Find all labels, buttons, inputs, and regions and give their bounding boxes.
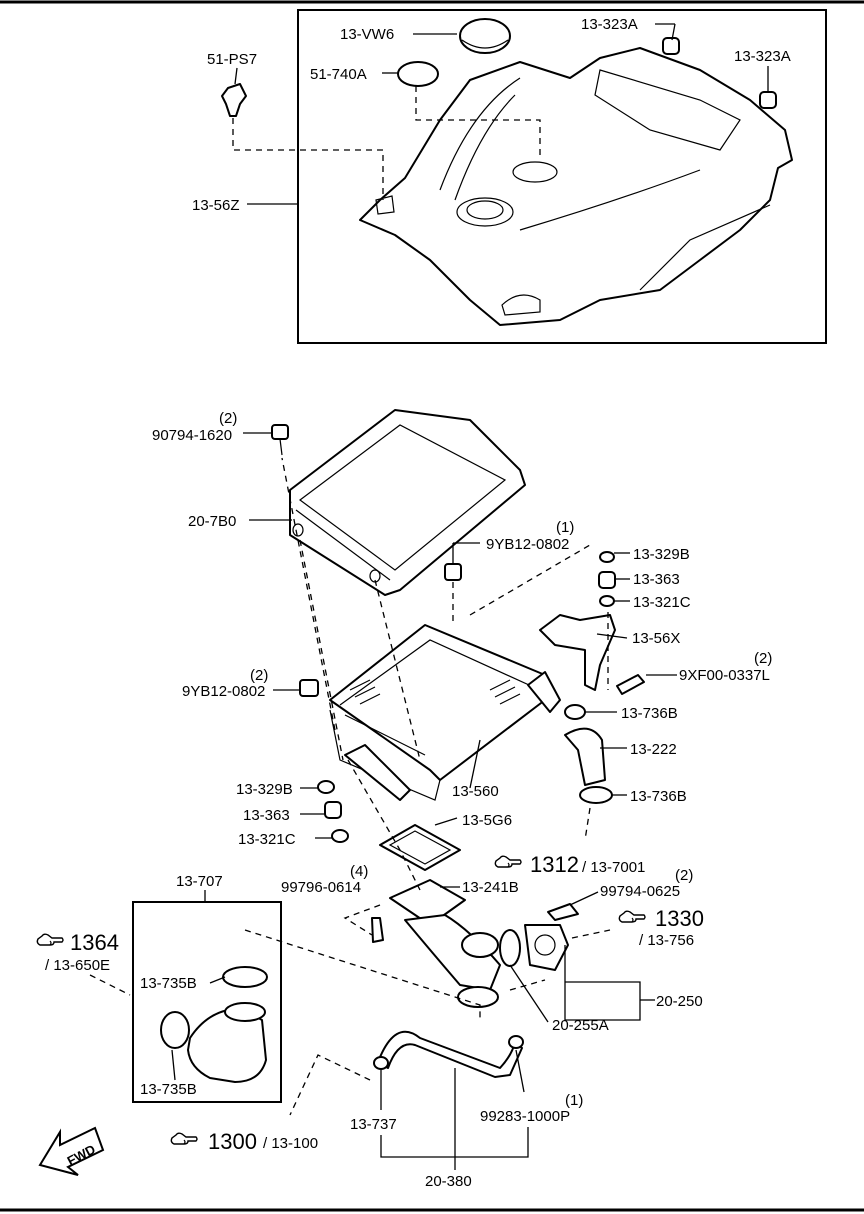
label-9xf00-0337l: 9XF00-0337L xyxy=(679,667,770,684)
grommet-part xyxy=(662,37,777,109)
engine-cover-part xyxy=(359,47,793,326)
label-99796-qty: (4) xyxy=(350,863,368,880)
label-13-241b: 13-241B xyxy=(462,879,519,896)
nut-part xyxy=(444,563,462,581)
label-13-737: 13-737 xyxy=(350,1116,397,1133)
label-20-250: 20-250 xyxy=(656,993,703,1010)
ref-1300: 1300 xyxy=(208,1129,257,1154)
label-51-ps7: 51-PS7 xyxy=(207,51,257,68)
bracket-part xyxy=(539,614,616,691)
label-20-380: 20-380 xyxy=(425,1173,472,1190)
pointing-hand-icon xyxy=(36,933,64,946)
label-20-7b0: 20-7B0 xyxy=(188,513,236,530)
label-90794-1620: 90794-1620 xyxy=(152,427,232,444)
label-13-56x: 13-56X xyxy=(632,630,680,647)
label-90794-qty: (2) xyxy=(219,410,237,427)
label-13-329b-1: 13-329B xyxy=(633,546,690,563)
label-13-321c-2: 13-321C xyxy=(238,831,296,848)
breather-hose-part xyxy=(373,1030,524,1078)
label-13-707: 13-707 xyxy=(176,873,223,890)
label-13-321c-1: 13-321C xyxy=(633,594,691,611)
ref-13-7001: / 13-7001 xyxy=(582,859,645,876)
intercooler-part xyxy=(329,624,561,801)
ref-1312: 1312 xyxy=(530,852,579,877)
clip-part xyxy=(221,83,247,117)
label-13-329b-2: 13-329B xyxy=(236,781,293,798)
bolt-part xyxy=(616,674,645,695)
bolt-part xyxy=(271,424,289,456)
air-duct-part xyxy=(289,409,526,596)
clamp-kit-box xyxy=(132,901,282,1103)
label-9xf00-qty: (2) xyxy=(754,650,772,667)
bolt-part xyxy=(371,917,384,943)
intake-duct-part xyxy=(389,879,501,1008)
ref-1364: 1364 xyxy=(70,930,119,955)
label-13-363-1: 13-363 xyxy=(633,571,680,588)
mount-rubber-part xyxy=(598,551,616,607)
label-99794-qty: (2) xyxy=(675,867,693,884)
hose-part xyxy=(564,704,613,804)
bolt-part xyxy=(547,903,579,921)
label-13-363-2: 13-363 xyxy=(243,807,290,824)
air-hose-part xyxy=(160,966,268,1083)
label-13-5g6: 13-5G6 xyxy=(462,812,512,829)
nut-part xyxy=(299,679,319,697)
label-99283-qty: (1) xyxy=(565,1092,583,1109)
oil-cap-part xyxy=(459,18,511,54)
label-13-735b-2: 13-735B xyxy=(140,1081,197,1098)
label-13-736b-1: 13-736B xyxy=(621,705,678,722)
label-99796-0614: 99796-0614 xyxy=(281,879,361,896)
throttle-body-part xyxy=(499,924,569,971)
label-20-255a: 20-255A xyxy=(552,1017,609,1034)
label-9yb12-0802-2: 9YB12-0802 xyxy=(182,683,265,700)
label-9yb12-qty-2: (2) xyxy=(250,667,268,684)
ref-1330: 1330 xyxy=(655,906,704,931)
label-13-56z: 13-56Z xyxy=(192,197,240,214)
label-13-vw6: 13-VW6 xyxy=(340,26,394,43)
ref-13-650e: / 13-650E xyxy=(45,957,110,974)
label-13-222: 13-222 xyxy=(630,741,677,758)
ref-13-756: / 13-756 xyxy=(639,932,694,949)
mount-rubber-part xyxy=(317,780,349,843)
ref-13-100: / 13-100 xyxy=(263,1135,318,1152)
label-99283-1000p: 99283-1000P xyxy=(480,1108,570,1125)
leader-lines xyxy=(89,432,677,1170)
engine-cover-box xyxy=(297,9,827,344)
label-9yb12-0802-1: 9YB12-0802 xyxy=(486,536,569,553)
label-51-740a: 51-740A xyxy=(310,66,367,83)
label-13-735b-1: 13-735B xyxy=(140,975,197,992)
fwd-arrow-icon: FWD xyxy=(38,1126,105,1176)
label-99794-0625: 99794-0625 xyxy=(600,883,680,900)
label-13-323a-2: 13-323A xyxy=(734,48,791,65)
pointing-hand-icon xyxy=(618,910,646,923)
label-9yb12-qty-1: (1) xyxy=(556,519,574,536)
pointing-hand-icon xyxy=(494,855,522,868)
plug-part xyxy=(397,61,439,87)
label-13-736b-2: 13-736B xyxy=(630,788,687,805)
label-13-560: 13-560 xyxy=(452,783,499,800)
gasket-part xyxy=(379,824,461,871)
pointing-hand-icon xyxy=(170,1132,198,1145)
label-13-323a-1: 13-323A xyxy=(581,16,638,33)
